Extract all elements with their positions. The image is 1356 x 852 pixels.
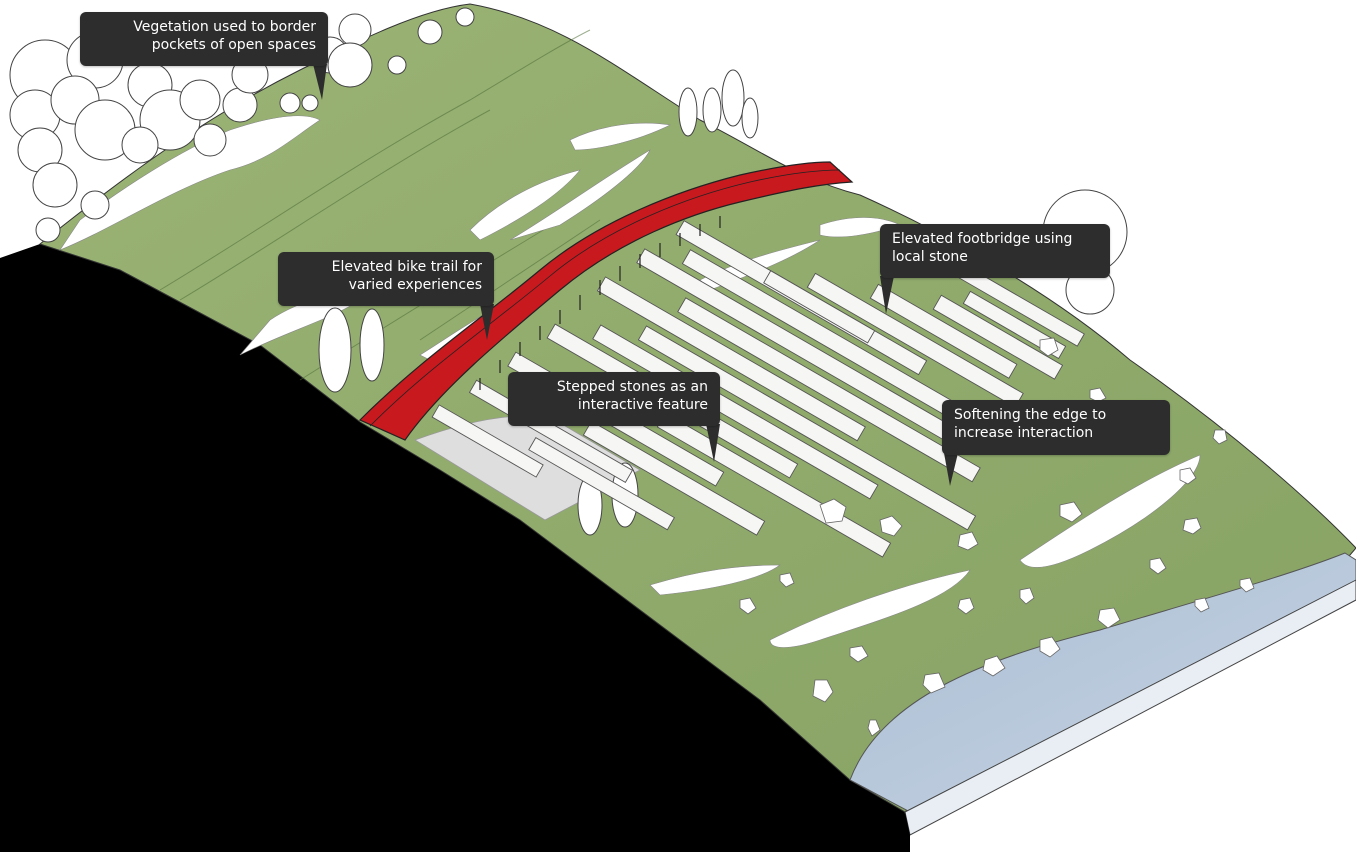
- callout-bike-trail: Elevated bike trail for varied experienc…: [278, 252, 494, 306]
- callout-vegetation: Vegetation used to border pockets of ope…: [80, 12, 328, 66]
- callout-stepped-stones-line1: Stepped stones as an: [520, 378, 708, 396]
- callout-bike-trail-line2: varied experiences: [290, 276, 482, 294]
- callout-vegetation-line2: pockets of open spaces: [92, 36, 316, 54]
- callout-footbridge-line1: Elevated footbridge using: [892, 230, 1098, 248]
- callout-footbridge: Elevated footbridge using local stone: [880, 224, 1110, 278]
- callout-softening-edge-line2: increase interaction: [954, 424, 1158, 442]
- callout-footbridge-line2: local stone: [892, 248, 1098, 266]
- callout-stepped-stones: Stepped stones as an interactive feature: [508, 372, 720, 426]
- callout-vegetation-line1: Vegetation used to border: [92, 18, 316, 36]
- callout-softening-edge: Softening the edge to increase interacti…: [942, 400, 1170, 455]
- callout-softening-edge-line1: Softening the edge to: [954, 406, 1158, 424]
- callout-stepped-stones-line2: interactive feature: [520, 396, 708, 414]
- callout-bike-trail-line1: Elevated bike trail for: [290, 258, 482, 276]
